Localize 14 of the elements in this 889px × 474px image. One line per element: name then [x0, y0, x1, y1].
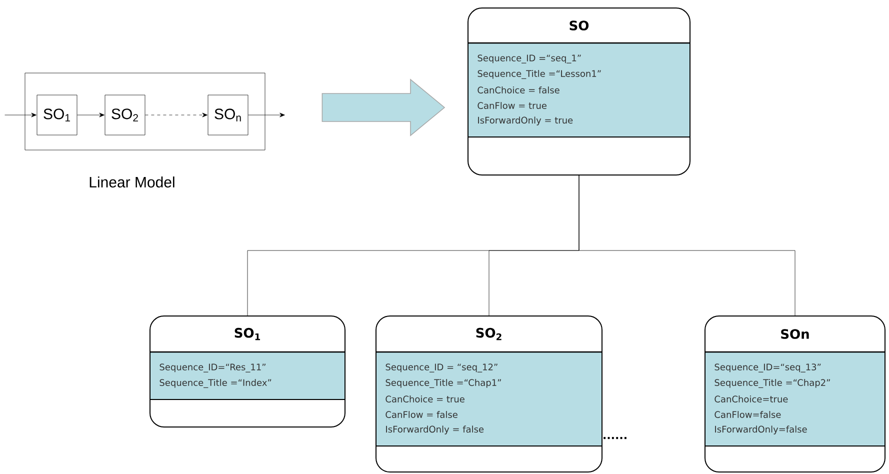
- record-box: SO Sequence_ID =“seq_1” Sequence_Title =“Lesson1” CanChoice = false CanFlow = true IsForwardOnly = true: [468, 8, 690, 176]
- arrow: [77, 112, 104, 118]
- process-box: SO$_{n}$: [208, 94, 248, 136]
- process-box: SO$_{2}$: [104, 94, 146, 136]
- record-box: SO$_{1}$ Sequence_ID=“Res_11” Sequence_Title =“Index”: [150, 316, 346, 428]
- arrow: [145, 112, 208, 118]
- record-box: SOn Sequence_ID=“seq_13” Sequence_Title =“Chap2” CanChoice=true CanFlow=false IsForwardOnly=false: [704, 316, 886, 472]
- arrow: [248, 112, 285, 118]
- block-arrow: [322, 78, 446, 136]
- record-box: SO$_{2}$ Sequence_ID = “seq_12” Sequence_Title =“Chap1” CanChoice = true CanFlow = false IsForwardOnly = false: [376, 316, 602, 472]
- process-box: SO$_{1}$: [36, 94, 78, 136]
- arrow: [4, 112, 36, 118]
- node-label: Linear Model: [90, 176, 174, 188]
- connector-line: [578, 175, 796, 316]
